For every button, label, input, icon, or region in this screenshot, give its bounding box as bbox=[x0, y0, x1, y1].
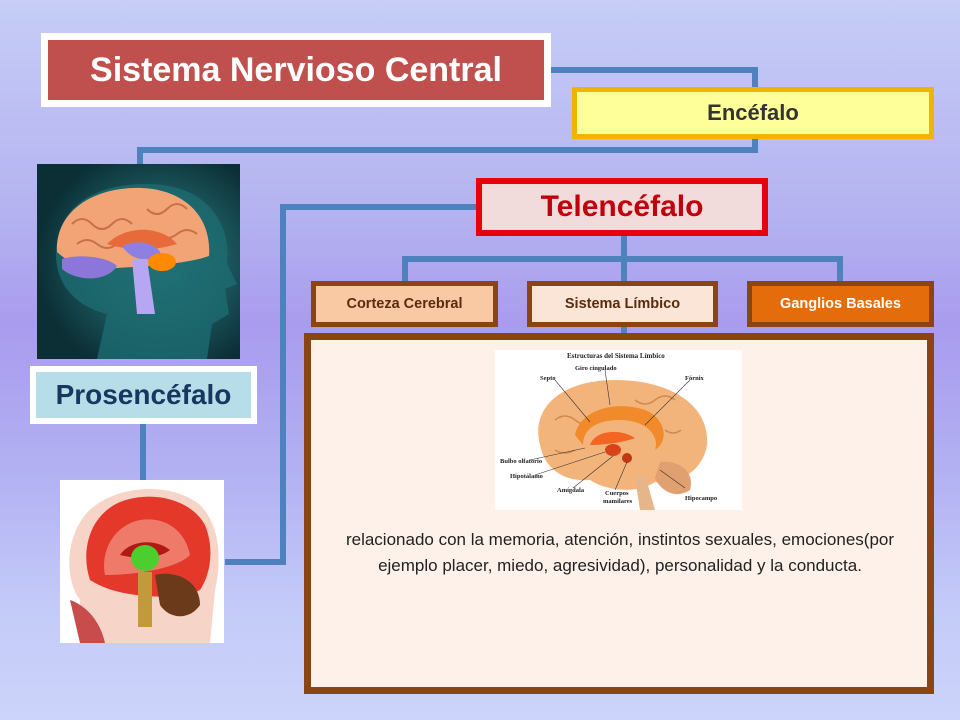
brain-head-image bbox=[37, 164, 240, 359]
limbic-image-heading: Estructuras del Sistema Límbico bbox=[567, 352, 665, 360]
connector-title-encefalo bbox=[548, 67, 758, 93]
label-bulbo-olfatorio: Bulbo olfatorio bbox=[500, 458, 542, 465]
label-giro-cingulado: Giro cingulado bbox=[575, 365, 617, 372]
prosencefalo-box: Prosencéfalo bbox=[36, 372, 251, 418]
label-fornix: Fórnix bbox=[685, 375, 705, 382]
label-cuerpos: Cuerpos bbox=[605, 490, 629, 497]
label-mamilares: mamilares bbox=[603, 498, 633, 505]
limbic-description: relacionado con la memoria, atención, in… bbox=[345, 530, 895, 575]
label-septo: Septo bbox=[540, 375, 556, 382]
title-frame: Sistema Nervioso Central bbox=[41, 33, 551, 107]
sistema-limbico-box: Sistema Límbico bbox=[527, 281, 718, 327]
label-hipocampo: Hipocampo bbox=[685, 495, 717, 502]
brain-section-image bbox=[60, 480, 224, 643]
label-hipotalamo: Hipotálamo bbox=[510, 473, 543, 480]
connector-encefalo-prosencefalo bbox=[137, 136, 758, 169]
corteza-cerebral-box: Corteza Cerebral bbox=[311, 281, 498, 327]
label-amigdala: Amígdala bbox=[557, 487, 585, 494]
prosencefalo-frame: Prosencéfalo bbox=[30, 366, 257, 424]
limbic-structures-image: Estructuras del Sistema Límbico Septo Gi… bbox=[495, 350, 742, 510]
encefalo-box: Encéfalo bbox=[572, 87, 934, 139]
telencefalo-box: Telencéfalo bbox=[476, 178, 768, 236]
connector-telencefalo-left bbox=[225, 204, 483, 565]
diagram-title: Sistema Nervioso Central bbox=[48, 40, 544, 100]
ganglios-basales-box: Ganglios Basales bbox=[747, 281, 934, 327]
